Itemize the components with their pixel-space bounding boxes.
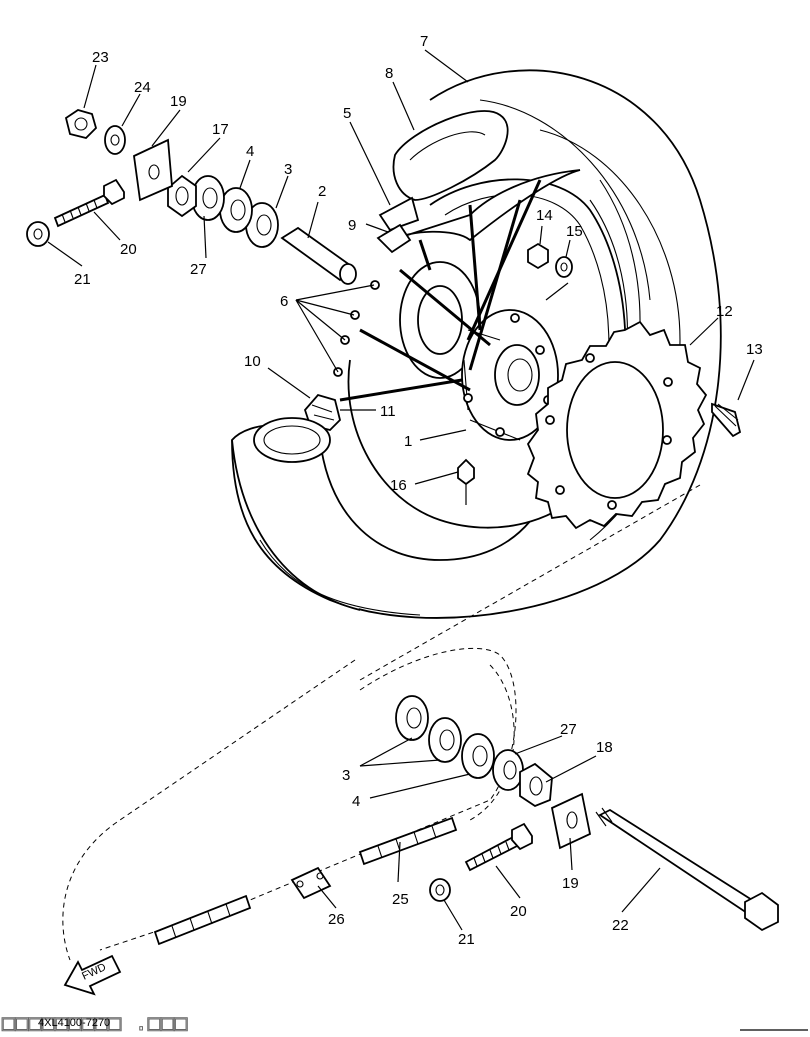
left-bearings	[167, 174, 279, 248]
callout-1: 1	[404, 433, 412, 450]
callout-10: 10	[244, 353, 261, 370]
forward-arrow: FWD	[63, 954, 122, 996]
callout-12: 12	[716, 303, 733, 320]
callout-24: 24	[134, 79, 151, 96]
adjuster-bolt-right	[429, 822, 533, 902]
callout-13: 13	[746, 341, 763, 358]
callout-23: 23	[92, 49, 109, 66]
callout-14: 14	[536, 207, 553, 224]
callout-3-top: 3	[284, 161, 292, 178]
callout-20-bottom: 20	[510, 903, 527, 920]
callout-labels: 7 8 5 9 6 10 11 1 16 14 15 12 13 2 3 4 1…	[74, 33, 763, 948]
right-bearings	[395, 695, 553, 808]
callout-27-bottom: 27	[560, 721, 577, 738]
callout-15: 15	[566, 223, 583, 240]
hub-nut	[457, 458, 475, 505]
callout-3-bottom: 3	[342, 767, 350, 784]
callout-2: 2	[318, 183, 326, 200]
callout-21-bottom: 21	[458, 931, 475, 948]
chain-adjuster-right	[550, 792, 592, 850]
rear-axle	[595, 807, 779, 932]
chain-path-outline	[62, 484, 701, 961]
callout-19-top: 19	[170, 93, 187, 110]
callout-11: 11	[380, 403, 396, 420]
callout-9: 9	[348, 217, 356, 234]
faded-watermark: □□□□□□□□□ .□□□	[2, 1011, 188, 1036]
callout-27-top: 27	[190, 261, 207, 278]
callout-6: 6	[280, 293, 288, 310]
callout-19-bottom: 19	[562, 875, 579, 892]
chain-adjuster-left	[133, 138, 173, 202]
leader-lines	[47, 49, 755, 931]
callout-5: 5	[343, 105, 351, 122]
callout-21-top: 21	[74, 271, 91, 288]
callout-26: 26	[328, 911, 345, 928]
adjuster-bolt-left	[26, 178, 125, 247]
callout-17: 17	[212, 121, 229, 138]
tube-and-valve	[376, 110, 509, 254]
axle-spacer	[280, 226, 357, 285]
callout-4-bottom: 4	[352, 793, 360, 810]
callout-18: 18	[596, 739, 613, 756]
callout-4-top: 4	[246, 143, 254, 160]
callout-22: 22	[612, 917, 629, 934]
sprocket-bolt	[711, 402, 742, 438]
callout-8: 8	[385, 65, 393, 82]
valve-cap	[253, 393, 341, 463]
callout-25: 25	[392, 891, 409, 908]
part-catalog-code: 4XL4100-7270	[38, 1017, 110, 1029]
callout-7: 7	[420, 33, 428, 50]
sprocket-nut-and-washer	[527, 242, 573, 278]
callout-20-top: 20	[120, 241, 137, 258]
callout-16: 16	[390, 477, 407, 494]
rear-sprocket	[526, 320, 708, 530]
axle-nut-and-washer	[64, 109, 126, 155]
master-link	[290, 866, 332, 900]
drive-chain	[153, 816, 458, 946]
